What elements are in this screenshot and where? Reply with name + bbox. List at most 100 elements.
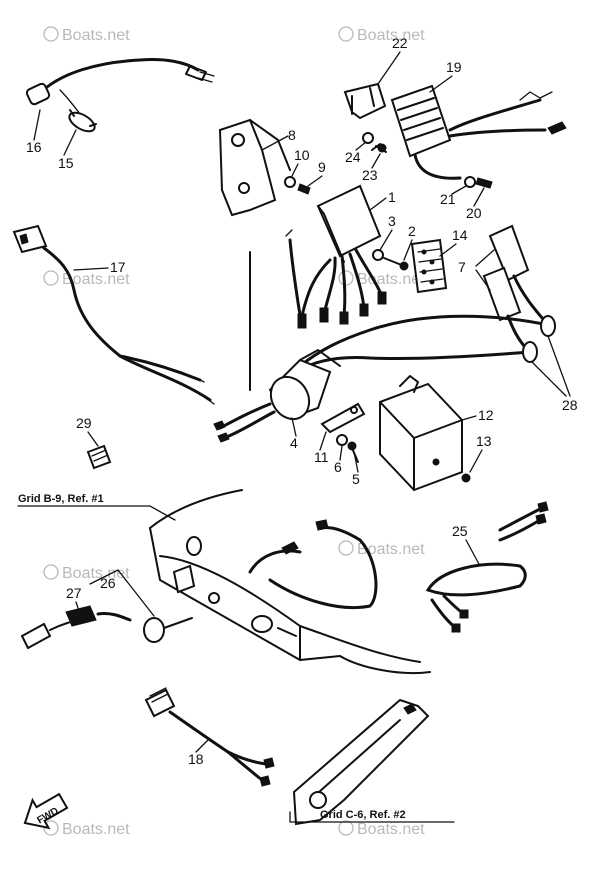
grid-c6-reference: Grid C-6, Ref. #2 (289, 809, 455, 823)
panel-cables (248, 519, 378, 610)
label-5: 5 (352, 471, 360, 487)
part-20-bolt (475, 177, 493, 189)
watermark-bottom-left: Boats.net (43, 820, 130, 838)
watermark-text-1: Boats.net (62, 27, 130, 44)
leader-20 (473, 187, 485, 207)
leader-16 (33, 109, 41, 141)
watermark-top-right: Boats.net (338, 26, 425, 44)
leader-27 (75, 601, 81, 615)
part-23-bolt (371, 143, 387, 153)
label-3: 3 (388, 213, 396, 229)
leader-24 (355, 141, 367, 151)
watermark-top-left: Boats.net (43, 26, 130, 44)
part-18-neutral-switch (144, 687, 275, 787)
label-20: 20 (466, 205, 482, 221)
label-29: 29 (76, 415, 92, 431)
watermark-lower-left: Boats.net (43, 564, 130, 582)
label-7: 7 (458, 259, 466, 275)
label-21: 21 (440, 191, 456, 207)
part-1-cdi-unit (285, 184, 387, 329)
label-24: 24 (345, 149, 361, 165)
leader-17 (73, 267, 109, 271)
label-12: 12 (478, 407, 494, 423)
leader-10 (291, 163, 299, 177)
part-27-lead-wire (20, 605, 132, 650)
leader-25 (465, 539, 481, 567)
watermark-text-2: Boats.net (357, 27, 425, 44)
leader-11 (319, 431, 327, 451)
watermark-text-4: Boats.net (357, 271, 425, 288)
leader-5 (353, 451, 359, 473)
label-17: 17 (110, 259, 126, 275)
leader-4 (291, 417, 297, 437)
part-8-bracket (218, 118, 291, 217)
label-1: 1 (388, 189, 396, 205)
watermark-text-6: Boats.net (357, 541, 425, 558)
part-4-ignition-coil (213, 251, 341, 443)
grid-b9-reference: Grid B-9, Ref. #1 (17, 493, 176, 521)
leader-22 (377, 51, 401, 85)
part-19-rectifier (390, 84, 567, 180)
part-15-switch (68, 109, 97, 133)
label-8: 8 (288, 127, 296, 143)
part-12-cover (379, 375, 463, 492)
label-4: 4 (290, 435, 298, 451)
leader-7 (475, 249, 495, 291)
part-14-terminal-block (410, 238, 448, 294)
label-19: 19 (446, 59, 462, 75)
watermark-text-7: Boats.net (62, 821, 130, 838)
part-3-washer (372, 249, 384, 261)
watermark-mid-left: Boats.net (43, 270, 130, 288)
leader-1 (369, 197, 387, 211)
part-2-bolt (383, 257, 409, 271)
leader-14 (439, 243, 457, 257)
label-26: 26 (100, 575, 116, 591)
part-24-washer (362, 132, 374, 144)
label-2: 2 (408, 223, 416, 239)
part-11-bracket (320, 402, 366, 434)
leader-13 (469, 449, 483, 473)
leader-3 (379, 229, 393, 251)
part-5-screw (347, 441, 359, 463)
watermark-bottom-right: Boats.net (338, 820, 425, 838)
leader-23 (371, 153, 381, 169)
label-11: 11 (314, 449, 329, 465)
label-16: 16 (26, 139, 42, 155)
part-26-switch (143, 617, 193, 643)
label-10: 10 (294, 147, 310, 163)
part-10-washer (284, 176, 296, 188)
watermark-mid-right: Boats.net (338, 270, 425, 288)
watermark-text-5: Boats.net (62, 565, 130, 582)
watermarks: Boats.net Boats.net Boats.net Boats.net … (43, 26, 425, 838)
leader-8 (261, 135, 289, 151)
part-9-screw (297, 183, 311, 195)
label-27: 27 (66, 585, 82, 601)
leader-9 (307, 175, 323, 187)
label-28: 28 (562, 397, 578, 413)
leader-12 (461, 415, 477, 421)
label-14: 14 (452, 227, 468, 243)
leader-29 (87, 431, 99, 447)
part-16-lead-wire (25, 58, 215, 115)
label-6: 6 (334, 459, 342, 475)
control-panel-housing (149, 489, 431, 675)
watermark-text-3: Boats.net (62, 271, 130, 288)
leader-6 (339, 445, 343, 461)
leader-19 (429, 75, 453, 93)
label-18: 18 (188, 751, 204, 767)
label-23: 23 (362, 167, 378, 183)
leader-2 (403, 239, 413, 261)
leader-15 (63, 129, 77, 156)
label-22: 22 (392, 35, 408, 51)
watermark-text-8: Boats.net (357, 821, 425, 838)
part-21-washer (464, 176, 476, 188)
watermark-lower-right: Boats.net (338, 540, 425, 558)
leader-18 (195, 739, 209, 753)
leader-21 (451, 185, 467, 195)
part-6-washer (336, 434, 348, 446)
grid-c6-label: Grid C-6, Ref. #2 (320, 809, 406, 821)
part-17-stop-switch-lead (12, 224, 215, 405)
leader-26 (89, 569, 155, 617)
label-9: 9 (318, 159, 326, 175)
